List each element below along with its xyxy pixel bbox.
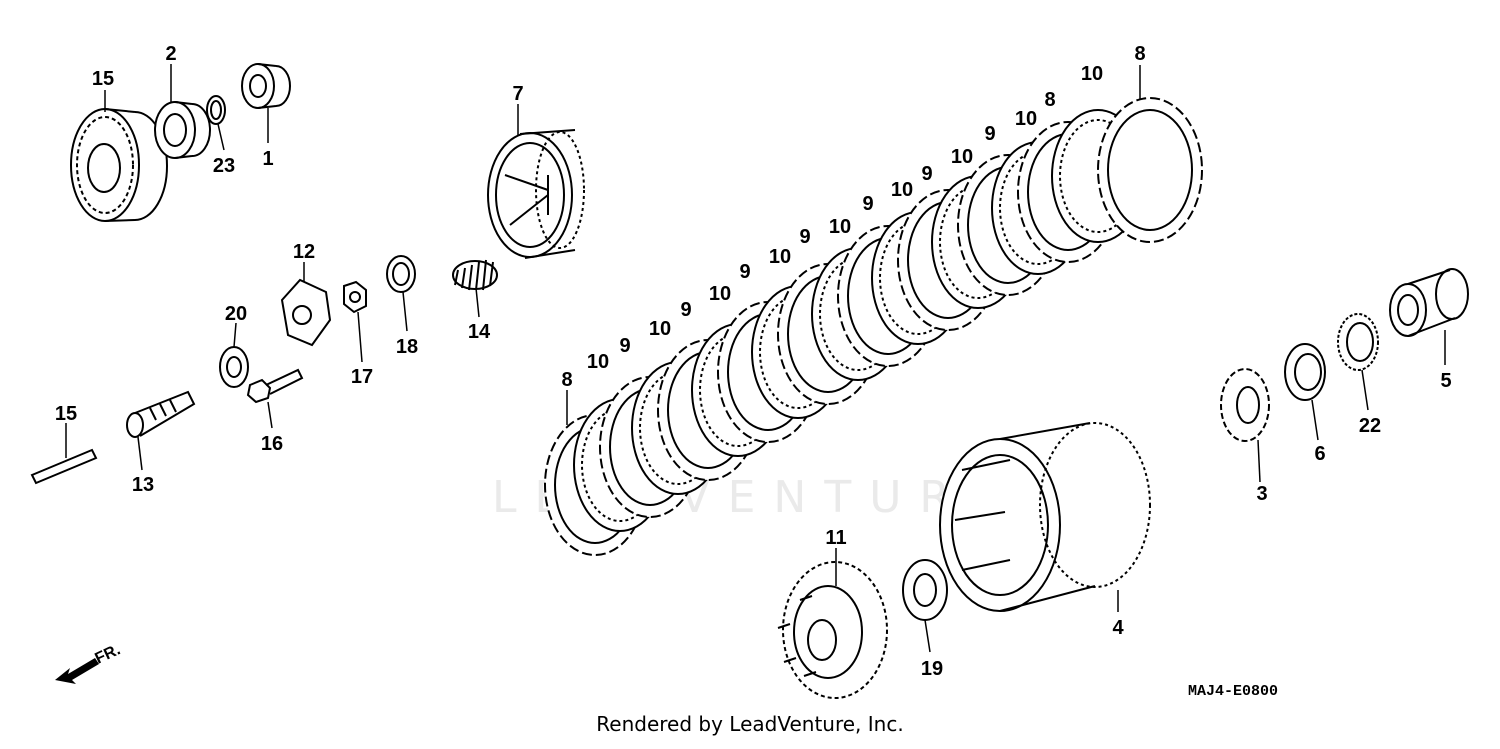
callout-1: 1 [262, 148, 273, 170]
part-code: MAJ4-E0800 [1188, 683, 1278, 700]
callout-4: 4 [1112, 617, 1124, 639]
part-11-pressure-plate[interactable] [777, 561, 888, 699]
callout-10: 10 [709, 283, 731, 305]
part-5-collar[interactable] [1389, 268, 1469, 337]
callout-19: 18 [396, 336, 418, 358]
callout-10: 10 [891, 179, 913, 201]
callout-10: 10 [951, 146, 973, 168]
callout-10: 10 [829, 216, 851, 238]
callout-9: 9 [862, 193, 873, 215]
callouts: 15 2 23 1 7 12 17 18 14 20 16 15 13 8 10… [55, 43, 1452, 680]
part-19-washer[interactable] [386, 255, 416, 293]
callout-2: 2 [165, 43, 176, 65]
callout-10: 10 [649, 318, 671, 340]
front-direction-marker: FR. [55, 641, 123, 684]
part-18-nut[interactable] [343, 280, 367, 314]
callout-8: 8 [561, 369, 572, 391]
callout-9: 9 [799, 226, 810, 248]
callout-14: 14 [468, 321, 491, 343]
callout-20: 19 [921, 658, 943, 680]
callout-10: 10 [1081, 63, 1103, 85]
part-4-clutch-outer[interactable] [939, 422, 1151, 612]
callout-9: 9 [739, 261, 750, 283]
leader-lines [65, 64, 1446, 653]
front-label: FR. [93, 641, 124, 667]
callout-13: 13 [132, 474, 154, 496]
callout-9: 8 [1044, 89, 1055, 111]
part-1-bearing[interactable] [241, 63, 291, 109]
callout-8: 8 [1134, 43, 1145, 65]
part-15-rod[interactable] [30, 448, 98, 485]
callout-9: 9 [680, 299, 691, 321]
part-12-lifter-plate[interactable] [280, 278, 332, 347]
callout-7: 7 [512, 83, 523, 105]
callout-5: 5 [1440, 370, 1451, 392]
callout-15: 15 [55, 403, 77, 425]
callout-3: 3 [1256, 483, 1267, 505]
callout-16: 15 [92, 68, 114, 90]
callout-18: 17 [351, 366, 373, 388]
callout-17: 16 [261, 433, 283, 455]
part-14-spring[interactable] [452, 259, 498, 291]
part-2-bearing[interactable] [154, 101, 211, 159]
callout-9: 9 [619, 335, 630, 357]
render-credit: Rendered by LeadVenture, Inc. [596, 712, 904, 736]
callout-11: 11 [825, 527, 846, 549]
callout-9: 9 [921, 163, 932, 185]
part-21-bearing[interactable] [219, 346, 249, 388]
arrow-icon [55, 658, 99, 684]
part-23-ring[interactable] [206, 95, 226, 125]
part-17-bolt[interactable] [246, 368, 304, 404]
part-13-lifter-rod[interactable] [126, 390, 196, 438]
clutch-disc-stack [544, 97, 1203, 556]
callout-10: 10 [587, 351, 609, 373]
part-16-gear[interactable] [70, 108, 168, 222]
callout-6: 6 [1314, 443, 1325, 465]
callout-22: 22 [1359, 415, 1381, 437]
part-8-friction-disc[interactable] [1097, 97, 1203, 243]
part-3-washer[interactable] [1220, 368, 1270, 442]
part-7-clutch-cover[interactable] [487, 129, 585, 259]
callout-9: 9 [984, 123, 995, 145]
callout-23: 23 [213, 155, 235, 177]
callout-12: 12 [293, 241, 315, 263]
callout-10: 10 [769, 246, 791, 268]
part-20-washer[interactable] [902, 559, 948, 621]
part-22-needle-bearing[interactable] [1337, 313, 1379, 371]
callout-10: 10 [1015, 108, 1037, 130]
part-6-washer[interactable] [1284, 343, 1326, 401]
callout-21: 20 [225, 303, 247, 325]
